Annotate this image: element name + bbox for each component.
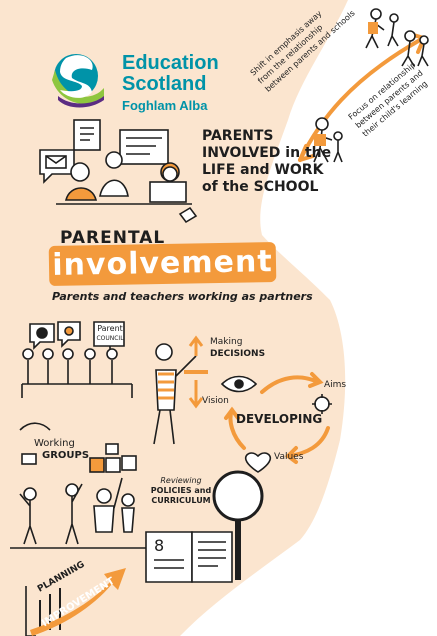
sign-line: COUNCIL [96, 335, 124, 342]
cycle-center: DEVELOPING [236, 412, 323, 426]
title-banner: involvement [48, 242, 277, 286]
working-groups-line: Working [34, 438, 75, 449]
council-meeting-scene [21, 321, 133, 398]
parent-council-sign: Parent COUNCIL [96, 324, 124, 344]
headline-line: INVOLVED in the [202, 145, 332, 161]
making-decisions-line: DECISIONS [210, 349, 266, 359]
reviewing-line: Reviewing [160, 476, 202, 485]
reviewing-line: POLICIES and [150, 486, 212, 495]
reviewing-line: CURRICULUM [151, 496, 211, 505]
reviewing-label: Reviewing POLICIES and CURRICULUM [150, 476, 212, 506]
headline-line: LIFE and WORK [202, 162, 324, 178]
review-magnifier-book [145, 470, 264, 583]
working-groups-line: GROUPS [42, 450, 90, 461]
developing-cycle [224, 372, 330, 464]
title-big: involvement [52, 244, 273, 283]
peach-background-shape [0, 0, 348, 636]
making-decisions-line: Making [210, 337, 243, 347]
making-decisions-label: Making DECISIONS [210, 336, 265, 360]
decision-maker-figure [153, 335, 208, 445]
sign-line: Parent [97, 324, 123, 333]
logo-line-3: Foghlam Alba [122, 98, 208, 113]
working-groups-scene [10, 422, 150, 549]
title-small: PARENTAL [60, 228, 166, 248]
walking-family-figures [365, 8, 429, 67]
working-groups-label: Working GROUPS [34, 438, 89, 462]
values-heart-icon [244, 452, 272, 473]
headline: PARENTS INVOLVED in the LIFE and WORK of… [202, 128, 331, 196]
vision-eye-icon [220, 375, 258, 393]
headline-line: of the SCHOOL [202, 179, 319, 195]
education-scotland-logo-mark [52, 54, 104, 108]
cycle-vision: Vision [202, 396, 229, 406]
title-subtitle: Parents and teachers working as partners [52, 290, 313, 303]
school-staff-scene [39, 119, 198, 224]
logo-line-1: Education [122, 52, 219, 74]
aims-target-icon [312, 394, 332, 414]
planning-improvement-chart [25, 568, 126, 636]
headline-line: PARENTS [202, 128, 274, 144]
cycle-values: Values [274, 452, 304, 462]
logo-line-2: Scotland [122, 73, 207, 95]
book-page-number: 8 [154, 536, 165, 555]
parent-child-figures [313, 117, 343, 163]
cycle-aims: Aims [324, 380, 347, 390]
improvement-arrow [30, 568, 126, 636]
